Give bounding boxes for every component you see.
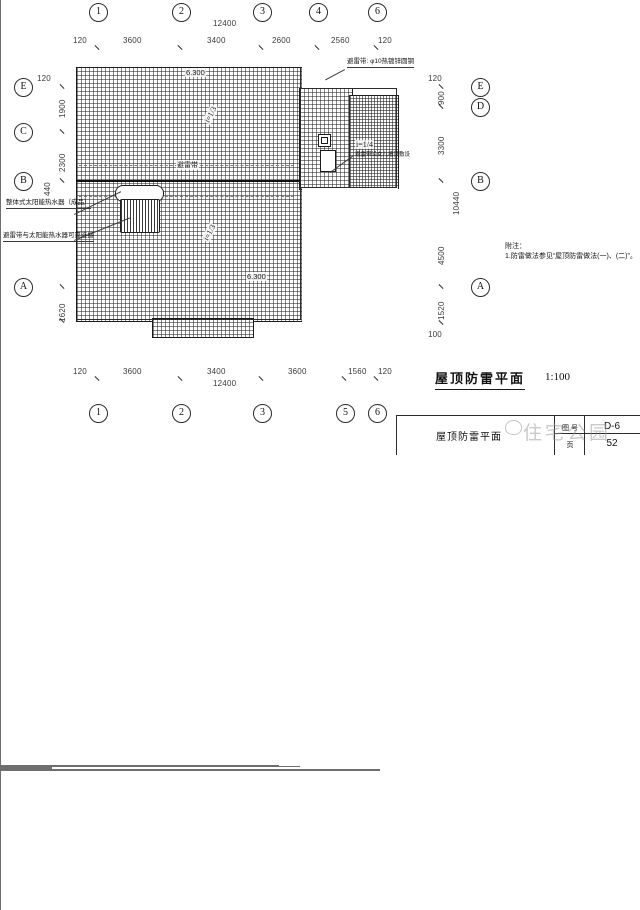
grid-bubble-bottom-5[interactable]: 5	[336, 404, 355, 423]
grid-line-v-6	[0, 695, 1, 765]
drawing-title: 屋顶防雷平面	[435, 368, 526, 390]
roof-edge-top-right	[299, 88, 397, 90]
annotation-roof-equipment: 避雷带沿女儿墙顶敷设	[355, 152, 411, 158]
slope-label-tower: i=1/4	[355, 140, 374, 149]
dim-top-120-left: 120	[73, 36, 87, 45]
grid-bubble-right-D[interactable]: D	[471, 98, 490, 117]
solar-heater-collector	[120, 199, 160, 233]
roof-access-hatch	[320, 150, 336, 172]
grid-line-h-A	[0, 770, 380, 771]
watermark-logo-icon	[505, 420, 522, 435]
grid-line-v-4	[0, 647, 1, 695]
roof-south-bay	[152, 318, 254, 338]
roof-equipment-box-inner	[321, 137, 328, 144]
dim-bottom-overall: 12400	[213, 379, 237, 388]
dim-right-120: 120	[428, 74, 442, 83]
titleblock-label-page: 页	[566, 442, 574, 449]
dim-left-2300: 2300	[58, 153, 67, 172]
dim-top-3400: 3400	[207, 36, 226, 45]
roof-main-slab	[76, 67, 303, 322]
roof-ridge-line-B	[76, 180, 300, 182]
dim-bottom-3600-b: 3600	[288, 367, 307, 376]
grid-bubble-top-3[interactable]: 3	[253, 3, 272, 22]
dim-left-1900: 1900	[58, 99, 67, 118]
titleblock-col-2	[584, 415, 585, 455]
grid-bubble-top-2[interactable]: 2	[172, 3, 191, 22]
grid-bubble-left-C[interactable]: C	[14, 123, 33, 142]
lightning-strip-inner-label: 避雷带	[176, 160, 199, 170]
grid-bubble-top-1[interactable]: 1	[89, 3, 108, 22]
dim-left-120: 120	[37, 74, 51, 83]
roof-edge-main-right	[300, 67, 302, 320]
notes-item-1: 1.防雷做法参见“屋顶防雷做法(一)、(二)”。	[505, 253, 637, 260]
dim-bottom-3400: 3400	[207, 367, 226, 376]
drawing-scale: 1:100	[545, 371, 571, 383]
watermark-text: 住宅公园	[523, 423, 612, 444]
dim-right-1520: 1520	[437, 301, 446, 320]
grid-bubble-right-E[interactable]: E	[471, 78, 490, 97]
annotation-lightning-strip: 避雷带: φ10热镀锌圆钢	[347, 58, 415, 69]
annotation-solar-heater: 整体式太阳能热水器（成品）	[6, 199, 91, 210]
titleblock-value-number: D-6	[603, 421, 621, 432]
titleblock-label-number: 图 号	[562, 425, 578, 432]
roof-edge-tower-inner	[349, 95, 350, 187]
titleblock-left-rule	[396, 415, 397, 455]
grid-bubble-bottom-2[interactable]: 2	[172, 404, 191, 423]
grid-bubble-top-6[interactable]: 6	[368, 3, 387, 22]
grid-line-v-1	[0, 0, 1, 47]
elevation-mark-south: 6.300	[246, 272, 267, 281]
dim-line-left-chain	[0, 771, 1, 910]
dim-top-2560: 2560	[331, 36, 350, 45]
dim-right-900: 900	[437, 91, 446, 105]
grid-bubble-bottom-1[interactable]: 1	[89, 404, 108, 423]
roof-edge-main-bottom	[76, 319, 301, 321]
titleblock-top-rule	[396, 415, 640, 416]
dim-bottom-1560: 1560	[348, 367, 367, 376]
dim-right-overall: 10440	[452, 191, 461, 215]
annotation-solar-bond: 避雷带与太阳能热水器可靠连接	[3, 232, 94, 243]
dim-top-overall: 12400	[213, 19, 237, 28]
dim-right-4500: 4500	[437, 246, 446, 265]
titleblock-sheet-name: 屋顶防雷平面	[436, 432, 502, 443]
roof-notch-lower-right	[302, 188, 398, 322]
titleblock-value-page: 52	[606, 438, 618, 449]
roof-notch-upper-right	[302, 66, 354, 88]
grid-bubble-right-A[interactable]: A	[471, 278, 490, 297]
roof-edge-right-tower	[396, 88, 398, 188]
roof-hip-line-lower	[79, 196, 294, 197]
grid-line-v-3	[0, 347, 1, 647]
dim-bottom-120-right: 120	[378, 367, 392, 376]
dim-left-440: 440	[43, 182, 52, 196]
notes-heading: 附注：	[505, 243, 526, 250]
dim-top-3600: 3600	[123, 36, 142, 45]
roof-equipment-box	[318, 134, 331, 147]
dim-top-2600: 2600	[272, 36, 291, 45]
roof-edge-bottom-tower	[299, 187, 397, 189]
dim-bottom-120-left: 120	[73, 367, 87, 376]
grid-bubble-left-B[interactable]: B	[14, 172, 33, 191]
titleblock-col-1	[554, 415, 555, 455]
grid-bubble-bottom-3[interactable]: 3	[253, 404, 272, 423]
grid-line-v-2	[0, 47, 1, 347]
grid-bubble-right-B[interactable]: B	[471, 172, 490, 191]
grid-bubble-top-4[interactable]: 4	[309, 3, 328, 22]
titleblock-row-1	[554, 433, 640, 434]
dim-bottom-3600-a: 3600	[123, 367, 142, 376]
grid-bubble-left-E[interactable]: E	[14, 78, 33, 97]
dim-right-100: 100	[428, 330, 442, 339]
grid-bubble-bottom-6[interactable]: 6	[368, 404, 387, 423]
dim-right-3300: 3300	[437, 136, 446, 155]
dim-top-120-right: 120	[378, 36, 392, 45]
grid-bubble-left-A[interactable]: A	[14, 278, 33, 297]
elevation-mark-north: 6.300	[185, 68, 206, 77]
